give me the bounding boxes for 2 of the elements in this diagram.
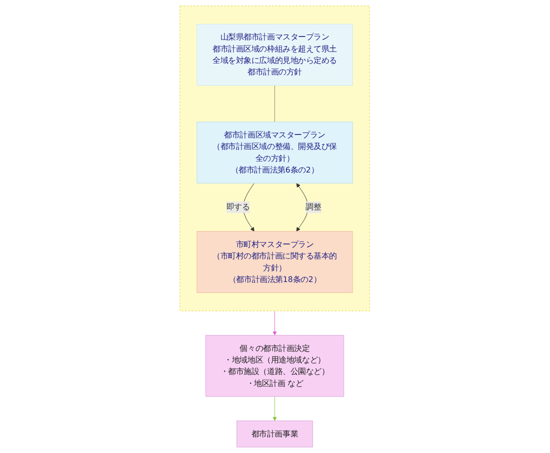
cluster xyxy=(180,5,370,312)
connector xyxy=(274,85,276,122)
